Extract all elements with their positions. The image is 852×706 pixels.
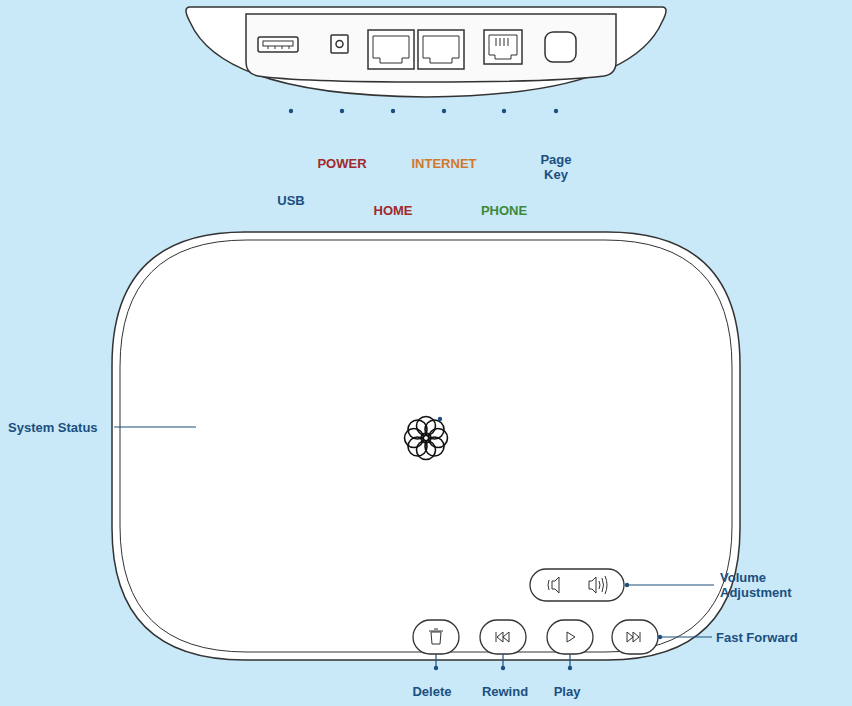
part-label: Volume Adjustment	[720, 570, 804, 600]
power-jack	[331, 35, 348, 53]
phone-port	[484, 30, 522, 64]
button-label: Rewind	[475, 684, 535, 699]
port-label: POWER	[307, 156, 377, 171]
internet-port	[418, 30, 464, 69]
port-panel	[246, 14, 616, 82]
fast-forward-button	[612, 620, 658, 654]
port-label: Page Key	[534, 152, 578, 182]
play-button	[547, 620, 593, 654]
delete-button	[413, 620, 459, 654]
leader-lines	[114, 427, 714, 667]
part-label: Fast Forward	[716, 630, 826, 645]
button-label: Play	[542, 684, 592, 699]
device-rear-housing	[186, 7, 666, 97]
part-label: System Status	[8, 420, 112, 435]
port-label: HOME	[363, 203, 423, 218]
button-label: Delete	[402, 684, 462, 699]
device-rim	[120, 240, 732, 652]
page-key-button	[545, 32, 576, 62]
ooma-logo	[405, 417, 448, 460]
rewind-button	[480, 620, 526, 654]
usb-port	[258, 37, 298, 52]
callout-dots	[289, 109, 558, 113]
volume-buttons	[530, 569, 624, 601]
port-label: USB	[261, 193, 321, 208]
port-label: INTERNET	[399, 156, 489, 171]
device-top-housing	[112, 232, 740, 660]
port-label: PHONE	[469, 203, 539, 218]
home-port	[368, 30, 414, 69]
